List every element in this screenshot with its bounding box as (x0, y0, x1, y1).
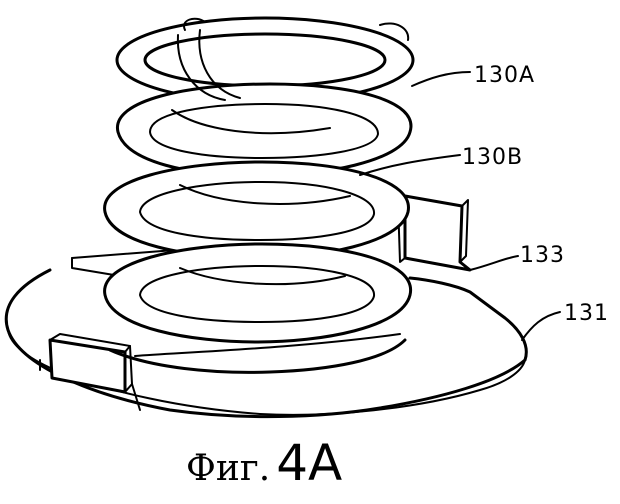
label-130a: 130A (474, 63, 535, 88)
outer-coil-130a (105, 18, 413, 372)
label-133: 133 (520, 243, 565, 268)
caption-number: 4A (276, 434, 342, 492)
label-130b: 130B (462, 145, 523, 170)
leader-131 (522, 312, 560, 340)
caption-prefix: Фиг. (186, 448, 270, 489)
figure-caption: Фиг.4A (186, 434, 342, 492)
leader-130a (412, 72, 470, 86)
leader-133 (470, 256, 518, 270)
label-131: 131 (564, 301, 609, 326)
